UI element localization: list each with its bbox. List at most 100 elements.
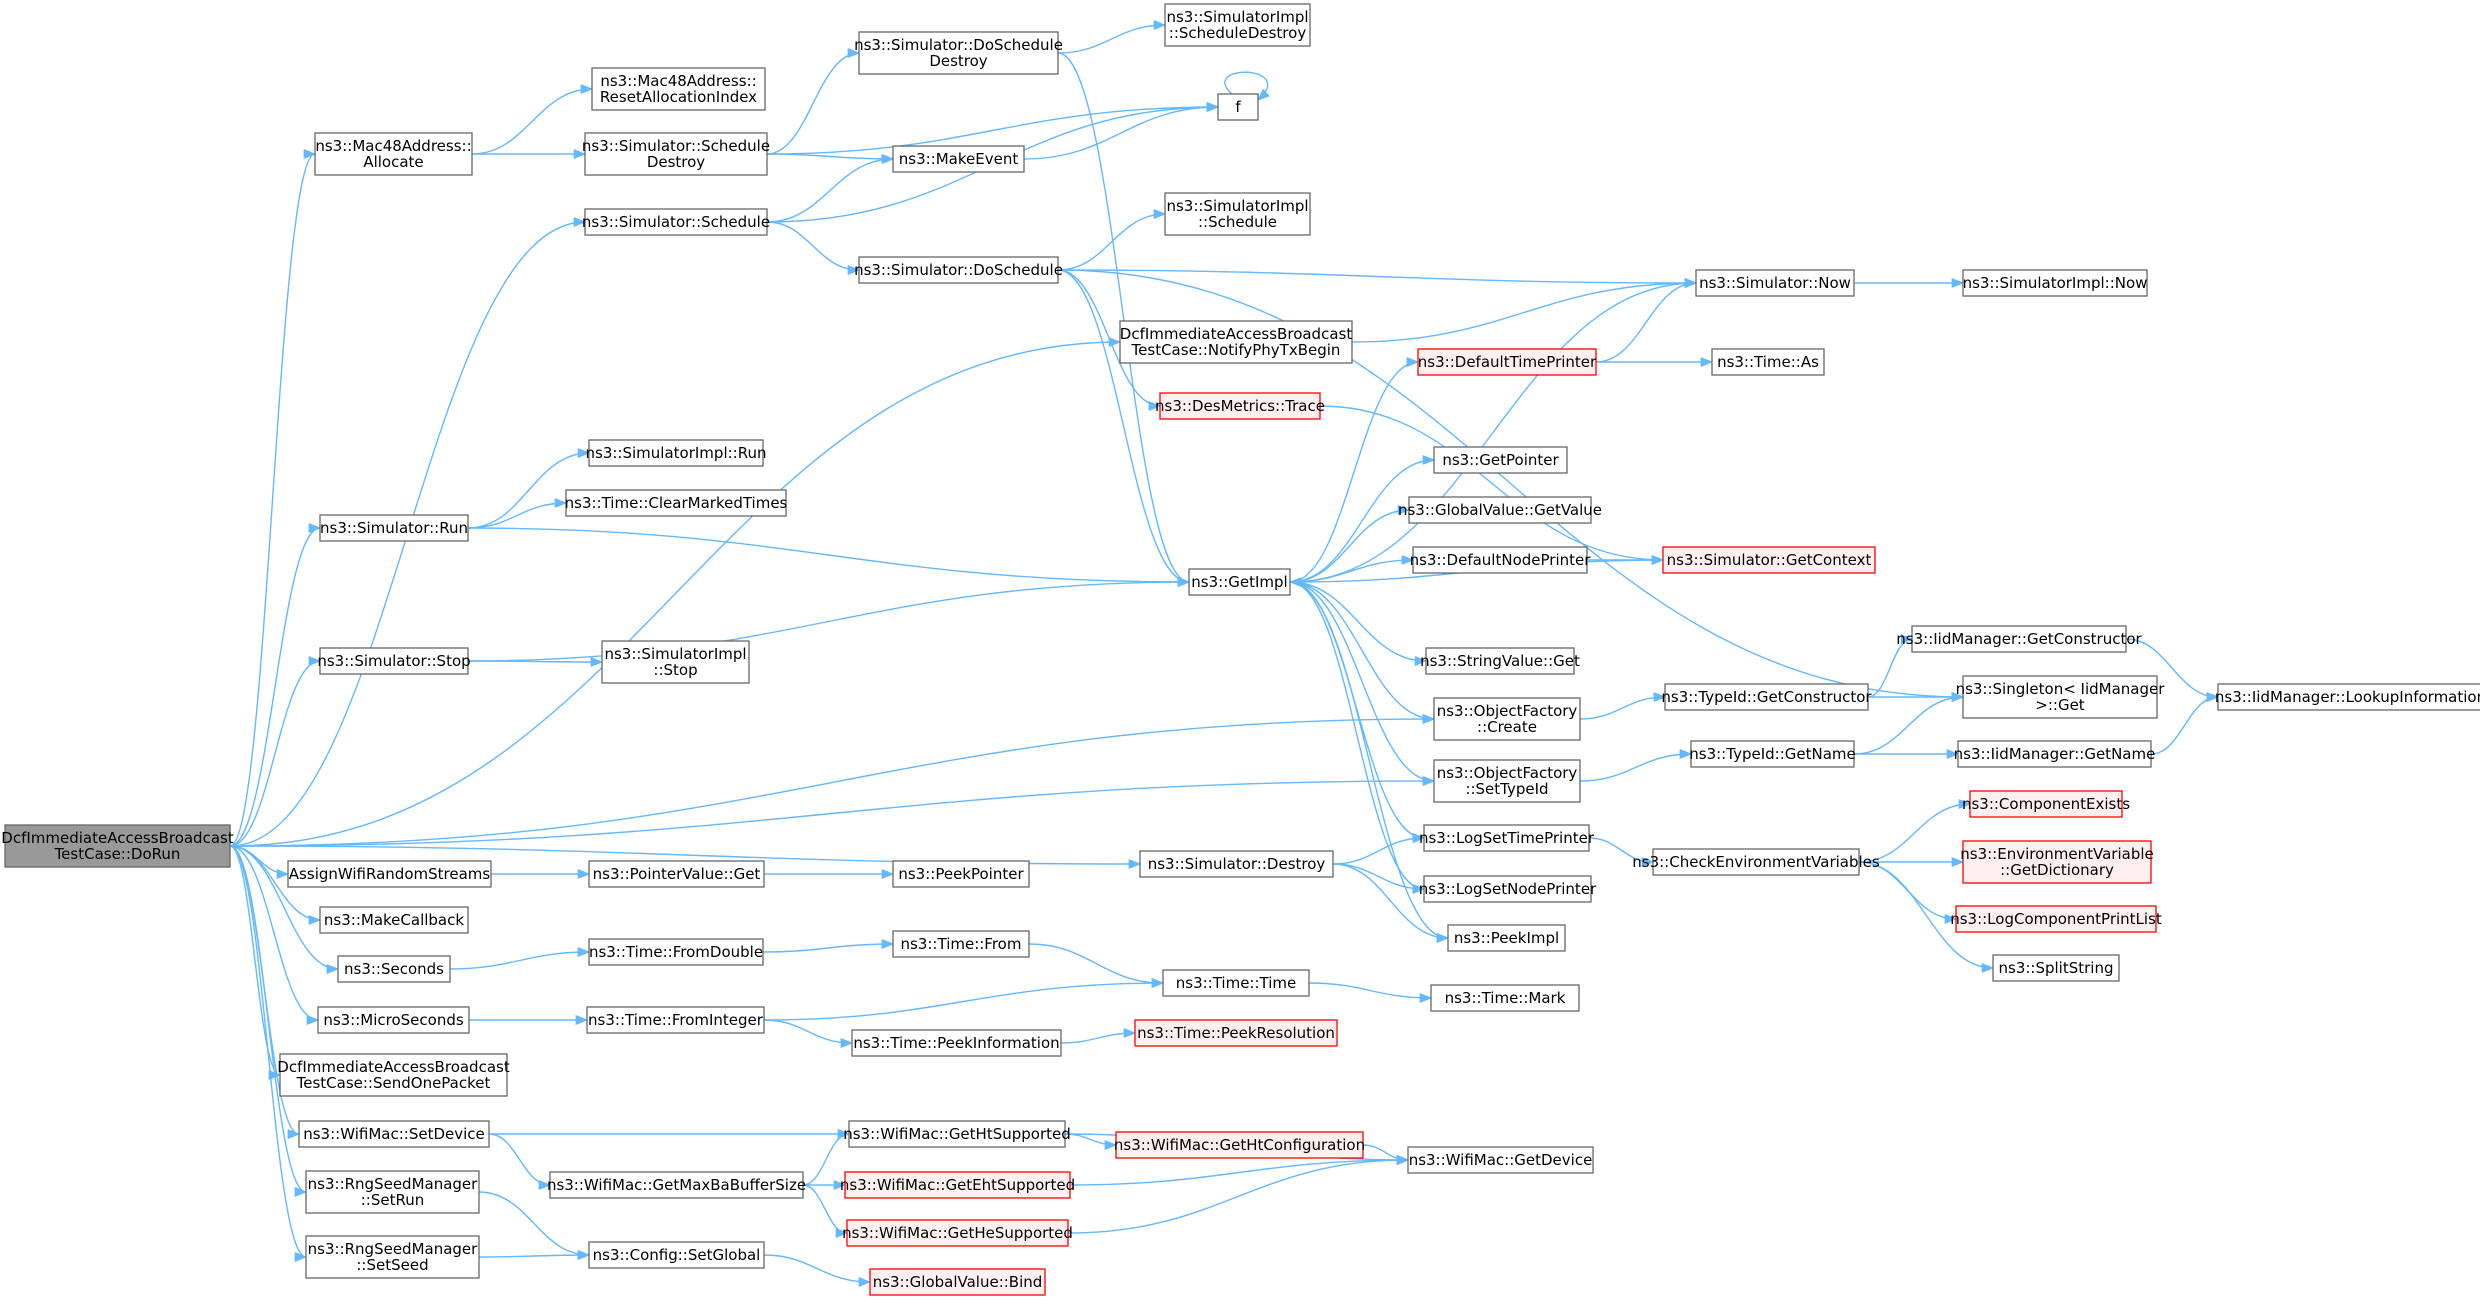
graph-node-rngSetRun[interactable]: ns3::RngSeedManager::SetRun — [305, 1170, 480, 1214]
graph-node-wifiGetHe[interactable]: ns3::WifiMac::GetHeSupported — [842, 1219, 1073, 1247]
node-box — [892, 860, 1030, 888]
graph-node-assignWifi[interactable]: AssignWifiRandomStreams — [287, 860, 492, 888]
graph-node-logSetNodePrinter[interactable]: ns3::LogSetNodePrinter — [1419, 875, 1597, 903]
node-label: ns3::Time::FromDouble — [589, 943, 763, 961]
graph-node-wifiGetDevice[interactable]: ns3::WifiMac::GetDevice — [1407, 1146, 1594, 1174]
graph-node-timePeekRes[interactable]: ns3::Time::PeekResolution — [1134, 1019, 1338, 1047]
graph-node-timeTime[interactable]: ns3::Time::Time — [1162, 969, 1310, 997]
edge-f-to-f — [1224, 71, 1270, 101]
node-box — [584, 132, 768, 176]
graph-node-iidGetConstructor[interactable]: ns3::IidManager::GetConstructor — [1896, 625, 2143, 653]
node-label: TestCase::SendOnePacket — [296, 1074, 491, 1092]
graph-node-clearMarked[interactable]: ns3::Time::ClearMarkedTimes — [565, 489, 788, 517]
edge-seconds-to-timeFromDouble — [449, 946, 591, 970]
graph-node-timeMark[interactable]: ns3::Time::Mark — [1430, 984, 1580, 1012]
node-box — [1412, 546, 1588, 574]
graph-node-lookupInfo[interactable]: ns3::IidManager::LookupInformation — [2215, 683, 2480, 711]
graph-node-mac48alloc[interactable]: ns3::Mac48Address::Allocate — [314, 132, 473, 176]
node-box — [1957, 740, 2152, 768]
graph-node-typeIdGetConstructor[interactable]: ns3::TypeId::GetConstructor — [1661, 683, 1872, 711]
graph-node-implScheduleDestroy[interactable]: ns3::SimulatorImpl::ScheduleDestroy — [1164, 3, 1311, 47]
graph-node-simStop[interactable]: ns3::Simulator::Stop — [317, 647, 471, 675]
edge-simStop-to-getImpl — [467, 576, 1191, 662]
graph-node-desMetrics[interactable]: ns3::DesMetrics::Trace — [1155, 392, 1325, 420]
node-box — [846, 1219, 1069, 1247]
graph-node-timePeekInfo[interactable]: ns3::Time::PeekInformation — [851, 1029, 1062, 1057]
graph-node-simDestroy[interactable]: ns3::Simulator::Destroy — [1139, 850, 1334, 878]
graph-node-globalBind[interactable]: ns3::GlobalValue::Bind — [869, 1268, 1046, 1296]
graph-node-makeCallback[interactable]: ns3::MakeCallback — [319, 906, 469, 934]
graph-node-timeAs[interactable]: ns3::Time::As — [1711, 348, 1825, 376]
graph-node-iidGetName[interactable]: ns3::IidManager::GetName — [1954, 740, 2156, 768]
graph-node-seconds[interactable]: ns3::Seconds — [337, 955, 451, 983]
node-label: ns3::PeekPointer — [898, 865, 1024, 883]
edge-root-to-ofCreate — [229, 713, 1436, 847]
graph-node-ofSetTypeId[interactable]: ns3::ObjectFactory::SetTypeId — [1433, 759, 1581, 803]
graph-node-singletonGet[interactable]: ns3::Singleton< IidManager >::Get — [1956, 675, 2166, 719]
node-label: ns3::WifiMac::GetHtSupported — [843, 1125, 1071, 1143]
graph-node-implNow[interactable]: ns3::SimulatorImpl::Now — [1962, 269, 2148, 297]
graph-node-implSchedule[interactable]: ns3::SimulatorImpl::Schedule — [1164, 192, 1311, 236]
graph-node-simRun[interactable]: ns3::Simulator::Run — [319, 514, 469, 542]
graph-node-configSetGlobal[interactable]: ns3::Config::SetGlobal — [588, 1241, 765, 1269]
graph-node-implStop[interactable]: ns3::SimulatorImpl::Stop — [601, 640, 750, 684]
graph-node-mac48reset[interactable]: ns3::Mac48Address::ResetAllocationIndex — [591, 67, 766, 111]
node-label: ns3::StringValue::Get — [1420, 652, 1580, 670]
node-label: ns3::Simulator::Now — [1699, 274, 1851, 292]
graph-node-simNow[interactable]: ns3::Simulator::Now — [1695, 269, 1855, 297]
graph-node-wifiGetEht[interactable]: ns3::WifiMac::GetEhtSupported — [840, 1171, 1075, 1199]
edge-getImpl-to-ofSetTypeId — [1289, 581, 1436, 787]
edge-simSchedule-to-simDoSchedule — [766, 221, 861, 276]
graph-node-getImpl[interactable]: ns3::GetImpl — [1188, 568, 1291, 596]
node-box — [591, 67, 766, 111]
node-box — [1433, 697, 1581, 741]
graph-node-simSchedule[interactable]: ns3::Simulator::Schedule — [582, 208, 770, 236]
graph-node-timeFromDouble[interactable]: ns3::Time::FromDouble — [588, 938, 764, 966]
edge-simDestroy-to-logSetNodePrinter — [1332, 863, 1426, 895]
graph-node-timeFromInteger[interactable]: ns3::Time::FromInteger — [586, 1006, 765, 1034]
graph-node-wifiGetHtSupported[interactable]: ns3::WifiMac::GetHtSupported — [843, 1120, 1071, 1148]
graph-node-pointerValueGet[interactable]: ns3::PointerValue::Get — [588, 860, 765, 888]
graph-node-timeFrom[interactable]: ns3::Time::From — [892, 930, 1030, 958]
graph-node-root[interactable]: DcfImmediateAccessBroadcastTestCase::DoR… — [1, 824, 234, 868]
node-label: ns3::Time::FromInteger — [588, 1011, 764, 1029]
graph-node-notifyPhy[interactable]: DcfImmediateAccessBroadcastTestCase::Not… — [1119, 320, 1353, 364]
graph-node-defaultTimePrinter[interactable]: ns3::DefaultTimePrinter — [1417, 348, 1597, 376]
graph-node-wifiSetDevice[interactable]: ns3::WifiMac::SetDevice — [298, 1120, 490, 1148]
graph-node-peekImpl[interactable]: ns3::PeekImpl — [1447, 924, 1566, 952]
graph-node-logComponentPrintList[interactable]: ns3::LogComponentPrintList — [1950, 905, 2162, 933]
graph-node-checkEnv[interactable]: ns3::CheckEnvironmentVariables — [1632, 848, 1880, 876]
graph-node-makeEvent[interactable]: ns3::MakeEvent — [892, 145, 1025, 173]
graph-node-simGetContext[interactable]: ns3::Simulator::GetContext — [1662, 546, 1876, 574]
graph-node-envGetDict[interactable]: ns3::EnvironmentVariable::GetDictionary — [1960, 840, 2154, 884]
graph-node-componentExists[interactable]: ns3::ComponentExists — [1962, 790, 2130, 818]
graph-node-wifiGetHtConfig[interactable]: ns3::WifiMac::GetHtConfiguration — [1114, 1131, 1365, 1159]
graph-node-wifiGetMaxBa[interactable]: ns3::WifiMac::GetMaxBaBufferSize — [547, 1171, 806, 1199]
edge-simDoScheduleDestroy-to-getImpl — [1057, 52, 1191, 587]
graph-node-getPointer[interactable]: ns3::GetPointer — [1433, 446, 1568, 474]
graph-node-globalGetValue[interactable]: ns3::GlobalValue::GetValue — [1398, 496, 1602, 524]
graph-node-implRun[interactable]: ns3::SimulatorImpl::Run — [586, 439, 767, 467]
edge-simRun-to-getImpl — [467, 527, 1191, 588]
edge-getImpl-to-ofCreate — [1289, 581, 1436, 725]
node-box — [869, 1268, 1046, 1296]
graph-node-defaultNodePrinter[interactable]: ns3::DefaultNodePrinter — [1410, 546, 1592, 574]
graph-node-stringValueGet[interactable]: ns3::StringValue::Get — [1420, 647, 1580, 675]
graph-node-simScheduleDestroy[interactable]: ns3::Simulator::ScheduleDestroy — [582, 132, 770, 176]
edge-layer — [229, 19, 2220, 1288]
graph-node-peekPointer[interactable]: ns3::PeekPointer — [892, 860, 1030, 888]
edge-timeFrom-to-timeTime — [1028, 943, 1165, 989]
graph-node-rngSetSeed[interactable]: ns3::RngSeedManager::SetSeed — [305, 1235, 480, 1279]
graph-node-simDoSchedule[interactable]: ns3::Simulator::DoSchedule — [854, 256, 1063, 284]
node-box — [1408, 496, 1592, 524]
graph-node-logSetTimePrinter[interactable]: ns3::LogSetTimePrinter — [1419, 824, 1595, 852]
node-label: ns3::DesMetrics::Trace — [1155, 397, 1325, 415]
node-label: ns3::DefaultTimePrinter — [1418, 353, 1597, 371]
graph-node-microSeconds[interactable]: ns3::MicroSeconds — [317, 1006, 470, 1034]
graph-node-ofCreate[interactable]: ns3::ObjectFactory::Create — [1433, 697, 1581, 741]
graph-node-f[interactable]: f — [1217, 93, 1259, 121]
graph-node-sendOnePacket[interactable]: DcfImmediateAccessBroadcastTestCase::Sen… — [277, 1053, 510, 1097]
graph-node-splitString[interactable]: ns3::SplitString — [1992, 954, 2120, 982]
graph-node-typeIdGetName[interactable]: ns3::TypeId::GetName — [1689, 740, 1856, 768]
